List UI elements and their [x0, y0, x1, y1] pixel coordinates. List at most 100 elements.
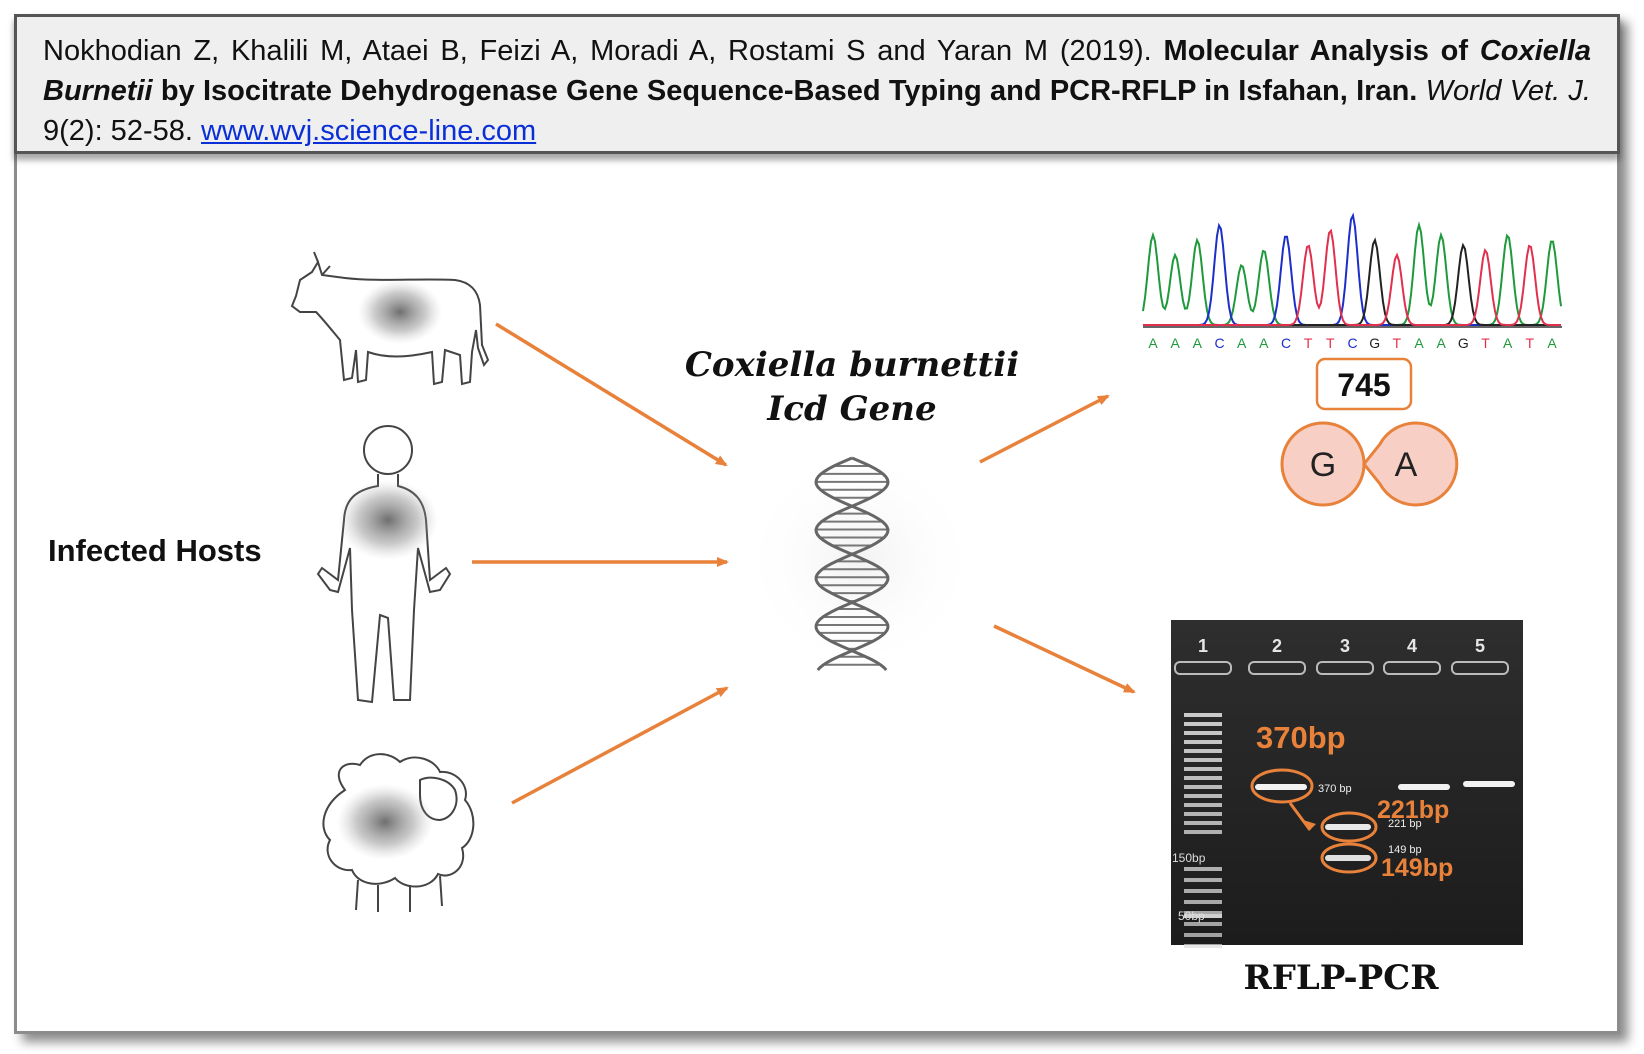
gel-well: [1451, 661, 1509, 675]
gel-band: [1325, 824, 1371, 830]
base-call: A: [1237, 335, 1247, 351]
base-call: A: [1547, 335, 1557, 351]
base-call: A: [1436, 335, 1446, 351]
base-call: G: [1458, 335, 1469, 351]
gel-band: [1325, 855, 1371, 861]
arrow-gene-to-gel: [993, 624, 1136, 694]
dna-helix-icon: [740, 445, 980, 675]
band-label: 370 bp: [1318, 783, 1352, 795]
citation-volume: 9(2): 52-58.: [43, 115, 193, 147]
ladder-band: [1184, 914, 1222, 918]
ladder-band: [1184, 794, 1222, 798]
base-call: C: [1281, 335, 1291, 351]
base-call: T: [1326, 335, 1335, 351]
snp-position-box: 745: [1315, 357, 1413, 411]
ladder-band: [1184, 889, 1222, 893]
allele-g-label: G: [1310, 446, 1336, 484]
callout-label: 149bp: [1381, 854, 1453, 882]
snp-position-label: 745: [1337, 367, 1390, 403]
ladder-band: [1184, 933, 1222, 937]
cow-icon: [290, 251, 490, 386]
lane-label: 4: [1407, 636, 1417, 656]
base-call: A: [1414, 335, 1424, 351]
gel-well: [1248, 661, 1306, 675]
arrow-gene-to-sequencing: [979, 394, 1110, 464]
trace-T: [1143, 228, 1561, 326]
trace-A: [1142, 221, 1562, 326]
ladder-band: [1184, 911, 1222, 915]
ladder-band: [1184, 758, 1222, 762]
gel-band: [1398, 784, 1450, 790]
callout-label: 221bp: [1377, 796, 1449, 824]
ladder-band: [1184, 740, 1222, 744]
base-call: T: [1526, 335, 1535, 351]
citation-url-link[interactable]: www.wvj.science-line.com: [200, 115, 537, 147]
citation-journal: World Vet. J.: [1425, 75, 1591, 107]
gel-well: [1174, 661, 1232, 675]
lane-label: 5: [1475, 636, 1485, 656]
ladder-band: [1184, 731, 1222, 735]
infected-hosts-label: Infected Hosts: [48, 533, 262, 568]
ladder-band: [1184, 922, 1222, 926]
callout-ring: [1250, 768, 1314, 804]
citation-authors: Nokhodian Z, Khalili M, Ataei B, Feizi A…: [43, 35, 1152, 67]
gel-band: [1255, 784, 1307, 790]
base-call: A: [1193, 335, 1203, 351]
arrow-sheep-to-gene: [511, 686, 729, 805]
base-call: T: [1393, 335, 1402, 351]
base-call: A: [1503, 335, 1513, 351]
gene-label: Icd Gene: [766, 389, 936, 429]
base-call: T: [1304, 335, 1313, 351]
ladder-band: [1184, 944, 1222, 948]
base-call: T: [1481, 335, 1490, 351]
band-label: 149 bp: [1388, 844, 1422, 856]
ladder-band: [1184, 830, 1222, 834]
citation-title-part1: Molecular Analysis of: [1163, 35, 1469, 67]
base-call: C: [1347, 335, 1357, 351]
allele-a-label: A: [1395, 446, 1418, 484]
ladder-band: [1184, 803, 1222, 807]
ladder-band: [1184, 749, 1222, 753]
callout-ring: [1320, 842, 1378, 874]
lane-label: 3: [1340, 636, 1350, 656]
base-call: A: [1148, 335, 1158, 351]
ladder-label: 150bp: [1172, 851, 1206, 865]
ladder-band: [1184, 713, 1222, 717]
ladder-band: [1184, 785, 1222, 789]
base-call: C: [1214, 335, 1224, 351]
arrow-cow-to-gene: [495, 322, 728, 467]
base-call: A: [1259, 335, 1269, 351]
ladder-band: [1184, 867, 1222, 871]
lane-label: 1: [1198, 636, 1208, 656]
organism-label: Coxiella burnettii: [685, 345, 1019, 385]
sheep-icon: [322, 753, 475, 912]
callout-arrow: [1288, 802, 1312, 831]
rflp-gel-image: 1 2 3 4 5 150bp 50bp 370 bp 221 bp 149 bp 370bp 22…: [1171, 620, 1523, 948]
gel-well: [1316, 661, 1374, 675]
rflp-pcr-caption: RFLP-PCR: [1243, 958, 1439, 998]
band-label: 221 bp: [1388, 818, 1422, 830]
callout-ring: [1320, 811, 1378, 843]
ladder-band: [1184, 722, 1222, 726]
allele-circles: G A: [1280, 421, 1459, 507]
citation-title-organism: Coxiella Burnetii: [43, 35, 1592, 107]
ladder-band: [1184, 821, 1222, 825]
base-call: A: [1170, 335, 1180, 351]
ladder-band: [1184, 776, 1222, 780]
gel-well: [1383, 661, 1441, 675]
callout-label: 370bp: [1256, 720, 1346, 755]
callout-arrowhead: [1303, 820, 1316, 830]
citation-title-part2: by Isocitrate Dehydrogenase Gene Sequenc…: [160, 75, 1418, 107]
ladder-band: [1184, 878, 1222, 882]
gel-band: [1463, 781, 1515, 787]
citation-box: Nokhodian Z, Khalili M, Ataei B, Feizi A…: [14, 14, 1620, 154]
human-icon: [316, 425, 452, 704]
ladder-label: 50bp: [1178, 909, 1205, 923]
ladder-band: [1184, 767, 1222, 771]
base-call: G: [1369, 335, 1380, 351]
ladder-band: [1184, 900, 1222, 904]
ladder-band: [1184, 812, 1222, 816]
lane-label: 2: [1272, 636, 1282, 656]
